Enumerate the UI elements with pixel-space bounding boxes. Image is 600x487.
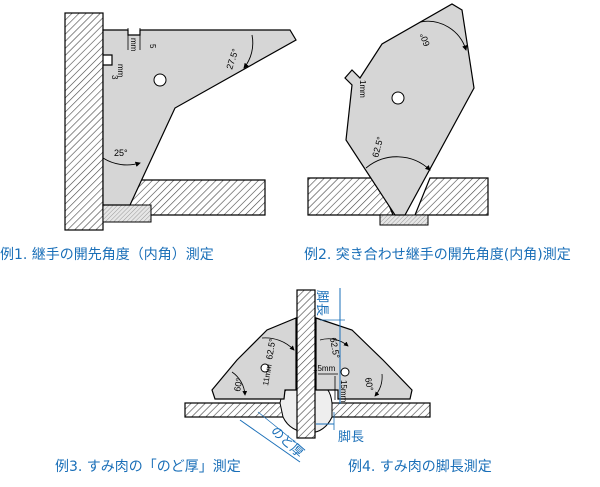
ex1-caption: 例1. 継手の開先角度（内角）測定	[0, 247, 214, 263]
ex1-vertical-plate	[64, 12, 104, 231]
ex4-dim-15mm-horizontal: 15mm	[313, 364, 336, 373]
ex4-caption: 例4. すみ肉の脚長測定	[348, 459, 492, 475]
ex1-backing-strip	[102, 204, 152, 223]
example1-figure: 5 mm 3 mm 27.5° 25° 例1. 継手の開先角度（内角）測定	[0, 12, 297, 263]
ex2-gauge-hole	[391, 91, 405, 105]
ex2-angle-60: 60°	[418, 31, 432, 48]
example2-figure: 60° 1mm 62.5° 例2. 突き合わせ継手の開先角度(内角)測定	[304, 3, 571, 263]
ex1-dim-3-unit: mm	[116, 64, 125, 78]
ex3-caption: 例3. すみ肉の「のど厚」測定	[55, 459, 241, 475]
ex34-vertical-plate	[296, 289, 316, 439]
ex3-angle-625: 62.5°	[264, 337, 278, 360]
ex4-dim-15mm-vertical: 15mm	[339, 380, 348, 403]
ex4-gauge-hole	[340, 367, 350, 377]
ex4-gauge	[315, 317, 413, 400]
ex2-caption: 例2. 突き合わせ継手の開先角度(内角)測定	[304, 247, 571, 263]
ex1-gauge-hole	[153, 73, 167, 87]
ex3-gauge-hole	[260, 363, 270, 373]
ex1-dim-3: 3	[110, 75, 119, 80]
ex4-angle-60: 60°	[363, 377, 375, 393]
ex2-backing-strip	[379, 214, 429, 226]
ex1-dim-5-unit: mm	[129, 38, 138, 52]
ex1-dim-5: 5	[148, 44, 157, 49]
ex1-gauge	[102, 29, 297, 206]
example3-4-figure: 60° 62.5° 11mm 62.5° 60° 15mm 15mm 脚長 脚長…	[55, 288, 492, 475]
ex4-angle-625: 62.5°	[328, 337, 342, 360]
ex3-gauge	[211, 317, 297, 400]
ex4-leg-length-vertical-label: 脚長	[314, 290, 330, 316]
ex2-dim-1mm: 1mm	[358, 80, 367, 98]
ex1-angle-25: 25°	[114, 148, 128, 158]
ex3-dim-11mm: 11mm	[261, 363, 274, 386]
ex2-gauge	[344, 3, 475, 216]
ex2-right-plate	[414, 177, 489, 216]
ex4-leg-length-horizontal-label: 脚長	[338, 429, 364, 445]
ex3-angle-60: 60°	[232, 377, 244, 393]
